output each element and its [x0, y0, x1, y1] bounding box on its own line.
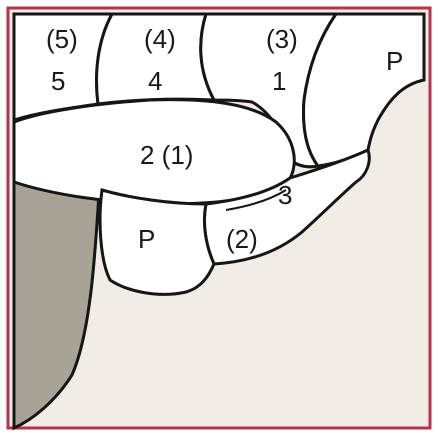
label-region-3-lower: 1 [272, 66, 286, 96]
label-region-p-top: P [386, 46, 403, 76]
label-region-small-3: 3 [278, 180, 292, 210]
label-region-horizontal: 2 (1) [140, 140, 193, 170]
label-region-3-upper: (3) [266, 24, 298, 54]
label-region-5-upper: (5) [46, 24, 78, 54]
label-region-small-2: (2) [226, 224, 258, 254]
label-region-5-lower: 5 [51, 66, 65, 96]
label-region-p-bottom: P [138, 224, 155, 254]
label-region-4-upper: (4) [144, 24, 176, 54]
label-region-4-lower: 4 [148, 66, 162, 96]
region-p-bottom [100, 190, 214, 294]
